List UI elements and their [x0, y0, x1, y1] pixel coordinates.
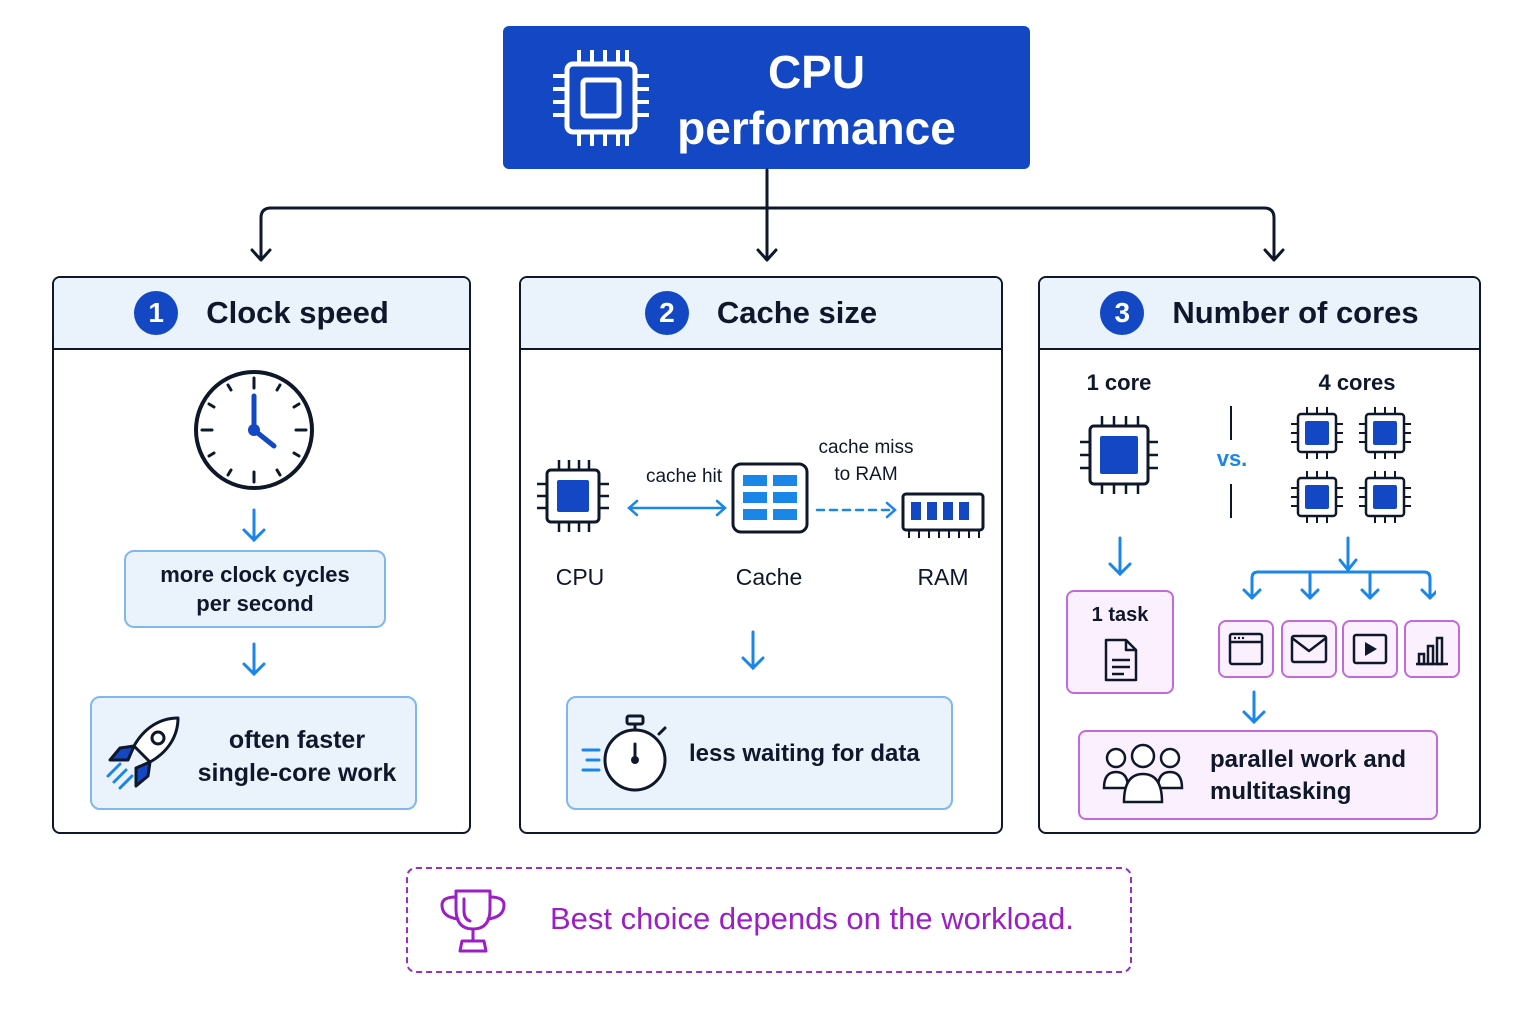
panel-header: 2 Cache size [521, 278, 1001, 350]
panel-header: 3 Number of cores [1040, 278, 1479, 350]
ram-icon [901, 492, 985, 538]
down-arrow-icon [242, 508, 266, 543]
title-line-2: performance [677, 102, 956, 154]
faster-line-2: single-core work [197, 759, 397, 787]
less-waiting-text: less waiting for data [689, 740, 920, 767]
cache-icon [731, 462, 809, 534]
parallel-work-text: parallel work and multitasking [1210, 744, 1430, 808]
cache-hit-label: cache hit [645, 466, 723, 487]
bidirectional-arrow [627, 499, 727, 517]
title-box: CPU performance [503, 26, 1030, 169]
panel-title: Clock speed [206, 295, 389, 330]
page-title: CPU performance [503, 44, 1030, 156]
vs-divider [1230, 406, 1232, 518]
down-arrow-icon [242, 642, 266, 677]
number-badge: 3 [1100, 291, 1145, 335]
play-icon [1352, 633, 1388, 665]
cpu-chip-icon [537, 460, 609, 532]
clock-cycles-line-1: more clock cycles [160, 562, 350, 587]
panel-cache-size: 2 Cache size CPU cache hit [519, 276, 1003, 834]
one-core-label: 1 core [1086, 370, 1152, 395]
team-icon [1102, 743, 1184, 804]
panel-title: Cache size [716, 295, 878, 330]
faster-line-1: often faster [228, 726, 366, 754]
footer-callout: Best choice depends on the workload. [406, 867, 1132, 973]
down-arrow-icon [741, 630, 765, 671]
browser-task-box [1218, 620, 1274, 678]
four-cores-label: 4 cores [1318, 370, 1396, 395]
cache-label: Cache [735, 564, 803, 590]
browser-window-icon [1228, 632, 1264, 666]
clock-icon [194, 370, 314, 490]
trophy-icon [440, 889, 506, 953]
panel-header: 1 Clock speed [54, 278, 469, 350]
branch-arrows [1242, 536, 1436, 600]
single-core-chip-icon [1080, 416, 1158, 494]
number-badge: 2 [644, 291, 689, 335]
one-task-label: 1 task [1091, 604, 1149, 626]
panel-title: Number of cores [1172, 295, 1419, 330]
clock-cycles-box: more clock cycles per second [124, 550, 386, 628]
title-line-1: CPU [767, 46, 866, 98]
rocket-icon [106, 716, 180, 790]
number-badge: 1 [134, 291, 179, 335]
down-arrow-icon [1108, 536, 1132, 577]
cache-miss-line-2: to RAM [834, 464, 898, 485]
tree-connectors [250, 168, 1285, 262]
dashed-arrow [815, 501, 897, 519]
four-core-chips-icon [1290, 406, 1413, 525]
down-arrow-icon [1242, 690, 1266, 725]
vs-label: vs. [1216, 446, 1248, 471]
cache-miss-label: cache miss to RAM [801, 434, 931, 488]
stopwatch-icon [581, 714, 667, 792]
panel-number-of-cores: 3 Number of cores 1 core 4 cores vs. [1038, 276, 1481, 834]
cache-miss-line-1: cache miss [818, 437, 914, 458]
clock-cycles-line-2: per second [196, 591, 314, 616]
document-icon [1104, 638, 1138, 682]
mail-icon [1290, 634, 1328, 664]
parallel-line-2: multitasking [1210, 778, 1352, 805]
cpu-chip-icon [553, 50, 649, 146]
bar-chart-icon [1416, 636, 1448, 666]
mail-task-box [1281, 620, 1337, 678]
faster-text: often faster single-core work [192, 724, 402, 790]
cpu-label: CPU [555, 564, 605, 590]
ram-label: RAM [917, 564, 969, 590]
parallel-line-1: parallel work and [1210, 746, 1407, 773]
panel-clock-speed: 1 Clock speed more clock cycl [52, 276, 471, 834]
footer-text: Best choice depends on the workload. [550, 901, 1074, 936]
one-task-box [1066, 590, 1174, 694]
